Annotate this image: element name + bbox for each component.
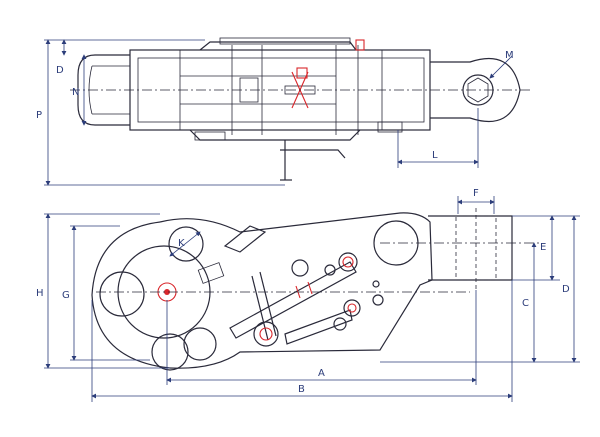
dim-label-G: G [62, 290, 70, 301]
side-view-dimensions: H G A B F E D C K [36, 188, 580, 402]
dim-label-D-side: D [562, 284, 570, 295]
dim-label-B: B [298, 384, 305, 395]
dim-label-P: P [36, 110, 42, 121]
top-view [70, 37, 530, 181]
dim-label-D-top: D [56, 65, 64, 76]
dim-label-F: F [473, 188, 479, 199]
dim-label-L: L [432, 150, 438, 161]
top-view-dimensions: P D N L M [36, 39, 514, 186]
dim-label-N: N [72, 87, 79, 98]
dim-label-C: C [522, 298, 529, 309]
dim-label-H: H [36, 288, 44, 299]
dim-label-A: A [318, 368, 325, 379]
side-view [91, 208, 540, 371]
dim-label-E: E [540, 242, 546, 253]
dim-label-M: M [505, 50, 514, 61]
dim-label-K: K [178, 238, 185, 249]
